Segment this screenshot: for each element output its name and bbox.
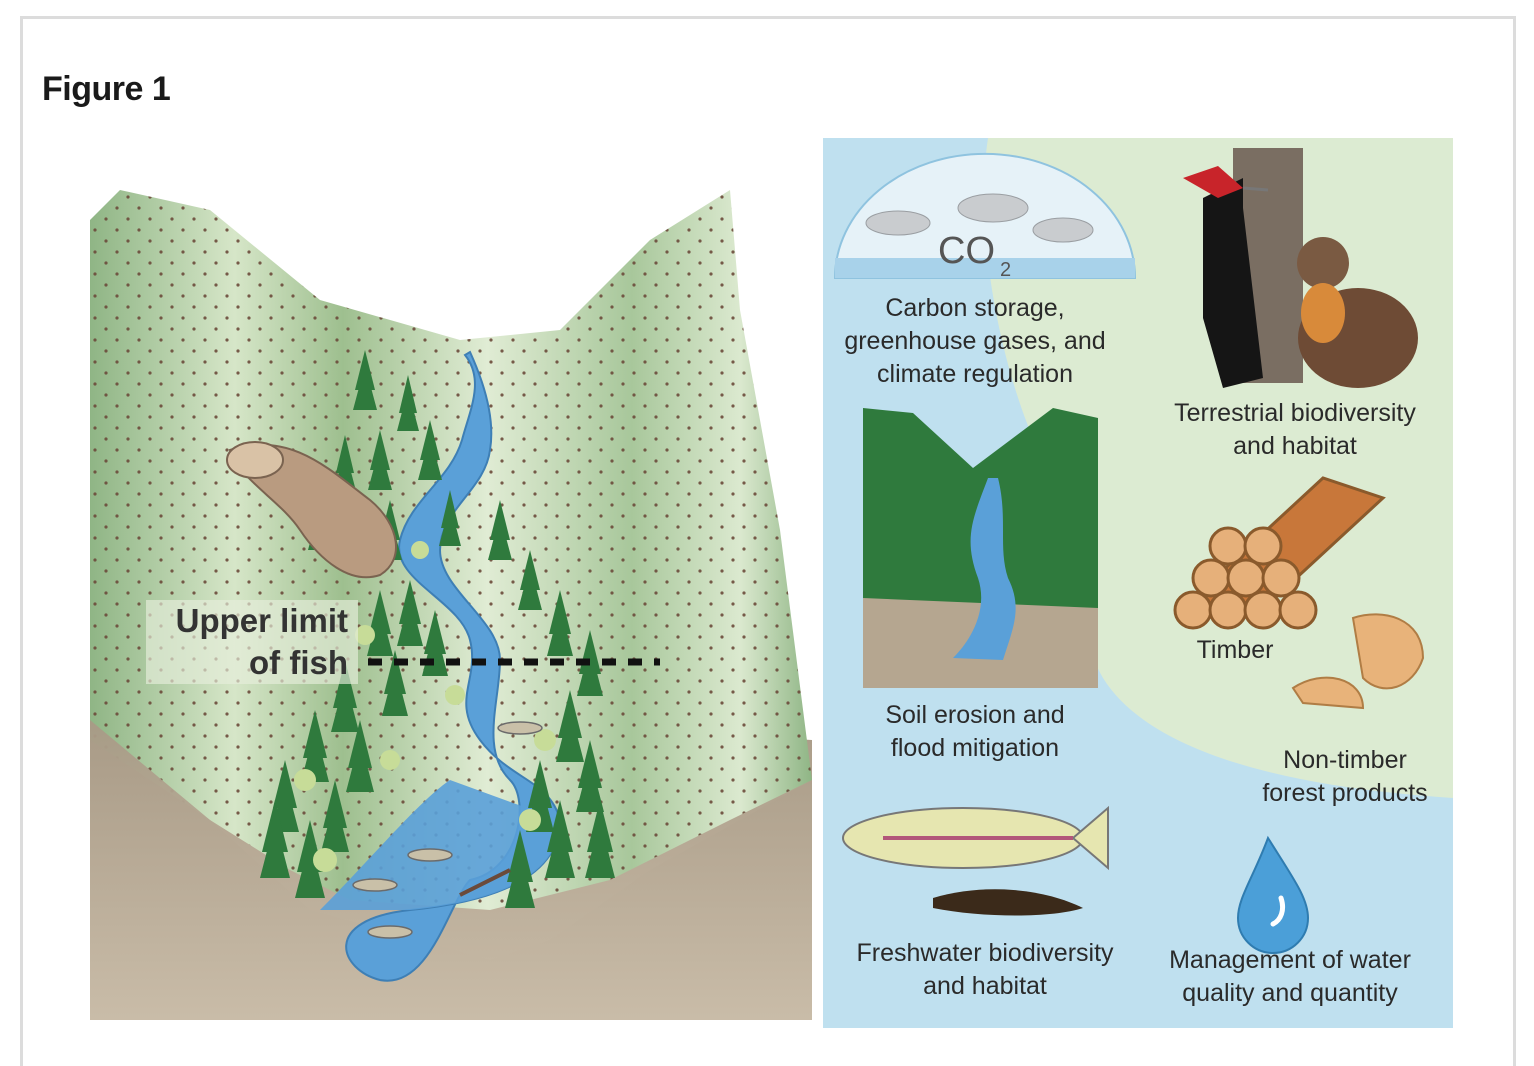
- river: [345, 350, 562, 982]
- terrestrial-label: Terrestrial biodiversity and habitat: [1150, 397, 1440, 463]
- ecosystem-services-panel: CO 2: [823, 138, 1453, 1028]
- marten-icon: [1297, 237, 1418, 388]
- salamander-icon: [933, 889, 1083, 916]
- nontimber-label: Non-timber forest products: [1240, 744, 1450, 810]
- upper-limit-label: Upper limit of fish: [146, 600, 358, 684]
- soil-erosion-label: Soil erosion and flood mitigation: [850, 699, 1100, 765]
- timber-label: Timber: [1180, 634, 1290, 667]
- nontimber-line-2: forest products: [1262, 779, 1428, 807]
- freshwater-label: Freshwater biodiversity and habitat: [835, 937, 1135, 1003]
- water-line-2: quality and quantity: [1182, 979, 1398, 1007]
- figure-title: Figure 1: [42, 70, 171, 108]
- water-line-1: Management of water: [1169, 946, 1411, 974]
- upper-limit-label-line2: of fish: [249, 644, 348, 681]
- upper-limit-label-line1: Upper limit: [175, 602, 348, 639]
- mini-watershed: [863, 408, 1098, 688]
- freshwater-line-2: and habitat: [923, 972, 1047, 1000]
- debris-flow: [228, 443, 397, 579]
- figure-frame: [20, 16, 1516, 1066]
- terrestrial-line-2: and habitat: [1233, 432, 1357, 460]
- woodpecker-icon: [1183, 166, 1269, 388]
- timber-icon: [1173, 476, 1386, 630]
- water-management-label: Management of water quality and quantity: [1145, 944, 1435, 1010]
- co2-label: CO: [938, 230, 995, 272]
- mushroom-icon: [1291, 613, 1425, 710]
- carbon-line-1: Carbon storage,: [885, 294, 1065, 322]
- soil-line-1: Soil erosion and: [885, 701, 1065, 729]
- carbon-storage-label: Carbon storage, greenhouse gases, and cl…: [830, 292, 1120, 391]
- co2-dome: [833, 152, 1137, 279]
- timber-line-1: Timber: [1196, 636, 1274, 664]
- carbon-line-2: greenhouse gases, and: [844, 327, 1106, 355]
- trout-icon: [842, 805, 1109, 871]
- co2-subscript: 2: [1000, 259, 1011, 281]
- freshwater-line-1: Freshwater biodiversity: [856, 939, 1114, 967]
- water-drop-icon: [1236, 835, 1310, 954]
- soil-line-2: flood mitigation: [890, 734, 1060, 762]
- nontimber-line-1: Non-timber: [1283, 746, 1407, 774]
- carbon-line-3: climate regulation: [877, 360, 1073, 388]
- terrestrial-line-1: Terrestrial biodiversity: [1174, 399, 1416, 427]
- watershed-illustration: [90, 190, 812, 1020]
- river-fish: [352, 721, 543, 939]
